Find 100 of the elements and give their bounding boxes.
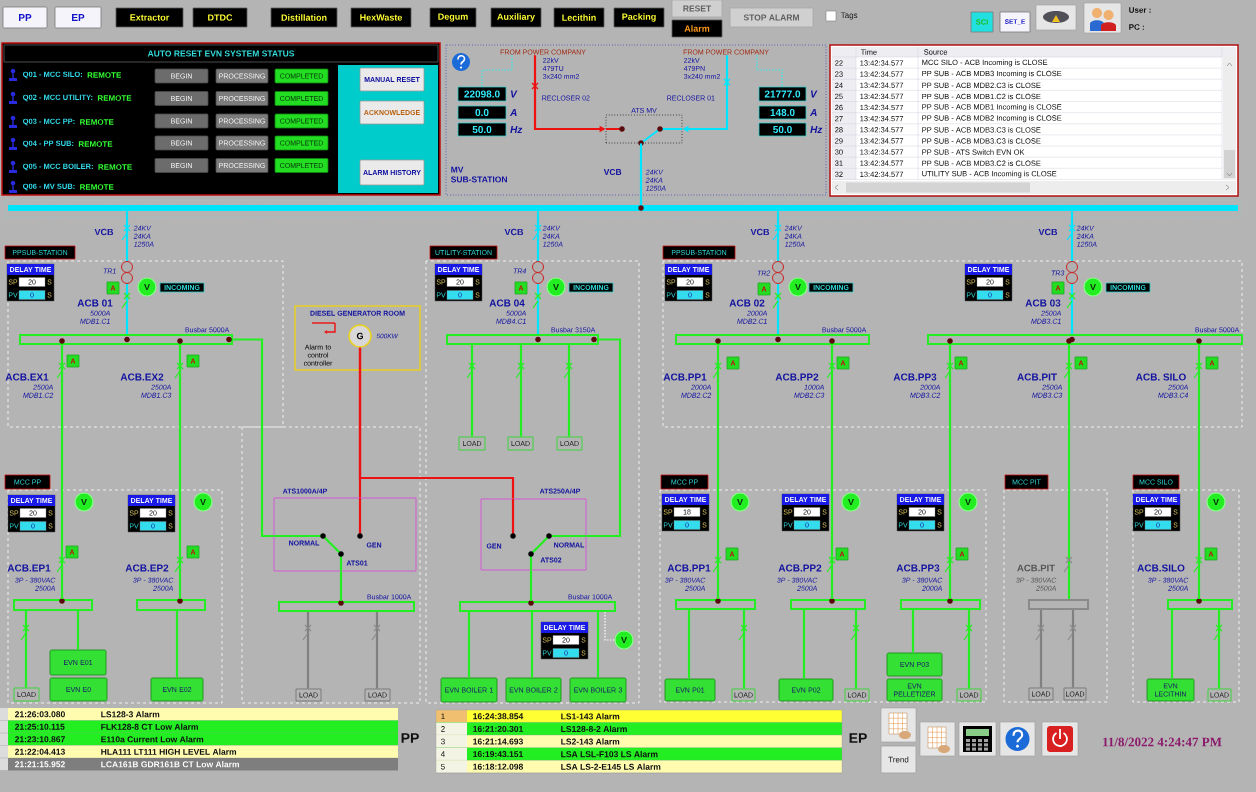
menu-button: Lecithin (553, 7, 605, 28)
power-line (911, 610, 915, 653)
alarm-time: 21:25:10.115 (15, 723, 65, 730)
reset-button: RESET (671, 0, 723, 18)
breaker-label: ACB 01 (77, 299, 113, 307)
power-line (233, 338, 274, 538)
busbar (675, 598, 756, 610)
menu-button: Packing (613, 7, 665, 28)
alarm-message: LSA LS-2-E145 LS Alarm (561, 763, 661, 770)
value-display: 50.0 (457, 122, 507, 137)
unit-label: A (509, 109, 517, 116)
status-value: REMOTE (80, 184, 114, 190)
power-line (776, 211, 780, 334)
status-value: REMOTE (98, 164, 132, 170)
power-line (175, 611, 179, 678)
alarm-message: LCA161B GDR161B CT Low Alarm (101, 761, 239, 768)
breaker-label: ACB.PP3 (896, 564, 940, 572)
breaker-label: ACB 03 (1025, 299, 1061, 307)
busbar (900, 598, 981, 610)
alarm-message: FLK128-8 CT Low Alarm (101, 723, 198, 730)
checkbox-label: Tags (840, 12, 858, 20)
table-cell: 3 (441, 738, 445, 745)
date-time: 11/8/2022 4:24:47 PM (1103, 737, 1222, 747)
power-line (854, 610, 858, 689)
alarm-message: LSA LSL-F103 LS Alarm (561, 750, 658, 758)
alarm-time: 21:23:10.867 (15, 736, 65, 743)
alarm-button: Alarm (671, 19, 723, 38)
alarm-time: 21:22:04.413 (15, 748, 65, 755)
alarm-message: HLA111 LT111 HIGH LEVEL Alarm (101, 748, 237, 755)
status-value: REMOTE (80, 119, 114, 125)
breaker-label: ACB.EP1 (7, 564, 51, 572)
breaker-label: ACB.EP2 (125, 564, 169, 572)
alarm-time: 16:24:38.854 (473, 713, 524, 720)
power-line (470, 345, 474, 437)
alarm-message: LS128-3 Alarm (101, 711, 160, 718)
breaker-label: ACB.PP3 (893, 373, 937, 381)
table-title: EP (849, 733, 867, 743)
power-line (639, 143, 643, 205)
power-line (467, 612, 471, 678)
power-line (586, 338, 622, 538)
power-line (604, 611, 615, 641)
power-line (60, 345, 64, 599)
power-line (567, 345, 571, 437)
breaker-label: ACB.PIT (1017, 373, 1057, 381)
power-line (536, 211, 540, 334)
breaker-label: ACB.PIT (1017, 564, 1055, 572)
unit-label: V (810, 90, 818, 98)
power-line (967, 610, 971, 689)
power-line (1071, 610, 1075, 688)
breaker-label: ACB.SILO (1137, 564, 1185, 572)
table-cell: 1 (441, 713, 445, 720)
power-line (1170, 610, 1174, 679)
power-line (178, 345, 182, 599)
unit-label: Hz (510, 126, 523, 133)
menu-button: Extractor (115, 7, 184, 28)
power-line (76, 611, 80, 650)
breaker-label: ACB 04 (489, 299, 525, 307)
busbar (790, 598, 866, 610)
menu-button: PP (2, 6, 48, 29)
power-line (1067, 345, 1071, 599)
power-line (830, 345, 834, 599)
busbar (1028, 599, 1089, 610)
alarm-message: LS1-143 Alarm (561, 713, 620, 720)
power-line (125, 211, 129, 334)
pc-label: PC : (1129, 24, 1144, 30)
busbar (136, 598, 206, 611)
power-line (1039, 610, 1043, 688)
breaker-label: VCB (1038, 228, 1058, 236)
table-title: PP (401, 733, 419, 743)
power-line (756, 54, 783, 88)
breaker-label: ACB.PP2 (778, 564, 822, 572)
breaker-label: ACB. SILO (1136, 373, 1186, 381)
breaker-label: VCB (504, 228, 524, 236)
value-display: 148.0 (758, 105, 807, 120)
breaker-label: VCB (750, 228, 770, 236)
trend-button: Trend (880, 745, 917, 774)
breaker-label: ACB.EX1 (5, 373, 49, 381)
unit-label: Hz (810, 126, 823, 133)
menu-button: EP (54, 6, 102, 29)
breaker-label: ACB.EX2 (120, 373, 164, 381)
power-line (530, 612, 534, 678)
alarm-message: E110a Current Low Alarm (101, 736, 204, 743)
power-line (1217, 610, 1221, 689)
menu-button: Degum (429, 7, 477, 28)
power-line (716, 345, 720, 599)
value-display: 50.0 (758, 122, 807, 137)
alarm-time: 16:21:14.693 (473, 738, 523, 745)
menu-button: Distillation (270, 7, 338, 28)
power-line (1070, 211, 1074, 334)
value-display: 0.0 (457, 105, 507, 120)
unit-label: A (809, 109, 817, 116)
alarm-time: 21:21:15.952 (15, 761, 65, 768)
power-line (339, 571, 343, 601)
table-cell: 2 (441, 726, 445, 732)
menu-button: Auxiliary (490, 7, 542, 28)
status-value: REMOTE (97, 95, 132, 101)
value-display: 22098.0 (457, 86, 507, 102)
power-line (742, 610, 746, 689)
status-value: REMOTE (87, 72, 121, 78)
power-line (948, 345, 952, 599)
